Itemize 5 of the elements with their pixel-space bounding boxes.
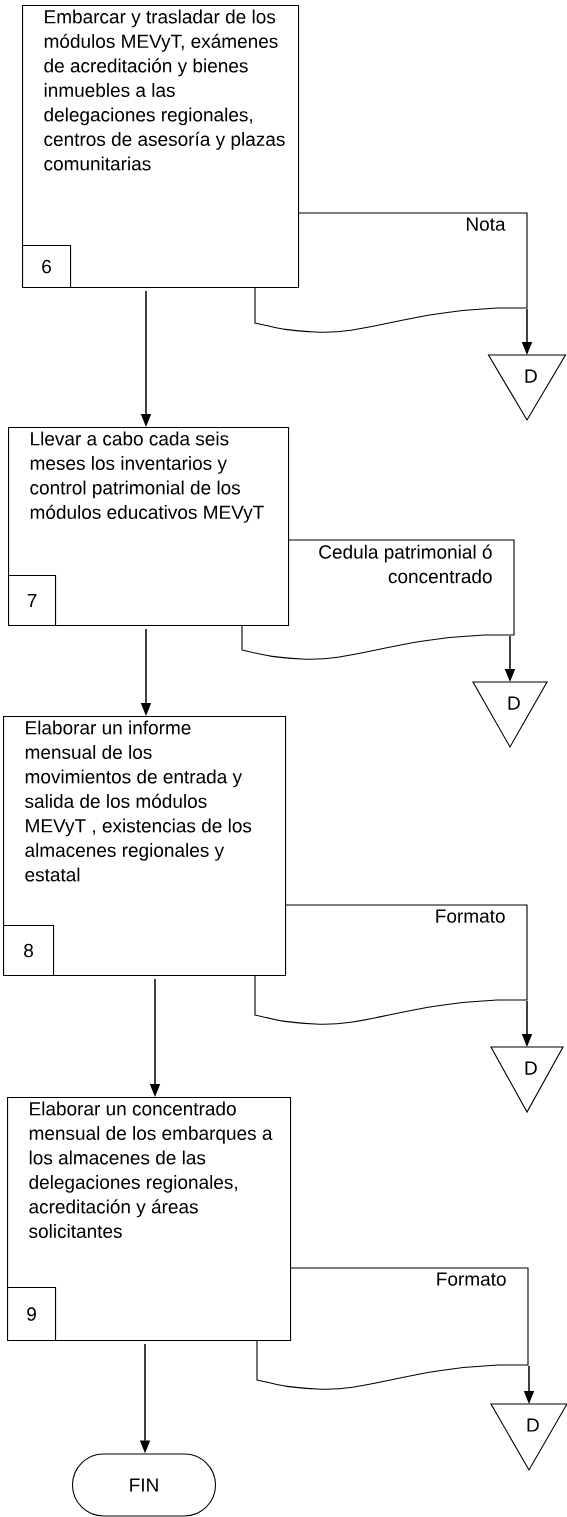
terminator: FIN <box>71 1453 217 1517</box>
step-number-box: 8 <box>3 925 55 977</box>
step-number-box: 9 <box>7 1287 57 1342</box>
step-number-box: 7 <box>8 575 57 627</box>
step-number-box: 6 <box>22 245 72 289</box>
